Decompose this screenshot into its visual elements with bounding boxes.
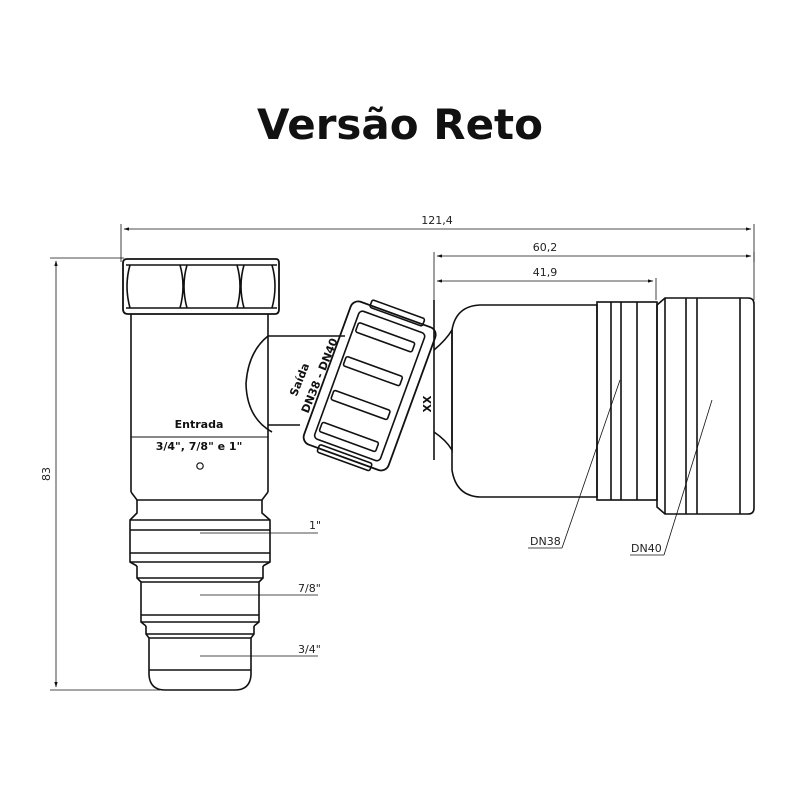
- dimension-height: [50, 257, 160, 691]
- connector-neck: [245, 335, 345, 433]
- dn40-label: DN40: [631, 542, 662, 555]
- hose-size-3-4: 3/4": [298, 643, 321, 656]
- dimension-outlet-body-length-value: 41,9: [533, 266, 558, 279]
- dimension-outlet-length-value: 60,2: [533, 241, 558, 254]
- dimension-overall-length-value: 121,4: [421, 214, 453, 227]
- dimension-height-value: 83: [40, 467, 53, 481]
- dimension-outlet-body-length: [436, 278, 657, 300]
- hose-size-1: 1": [309, 519, 321, 532]
- outlet-union-nut: [302, 299, 437, 472]
- leader-lines: [200, 379, 713, 657]
- inlet-sizes: 3/4", 7/8" e 1": [156, 440, 243, 453]
- dn38-label: DN38: [530, 535, 561, 548]
- dimension-outlet-length: [433, 252, 755, 300]
- page-title: Versão Reto: [257, 100, 543, 149]
- outlet-pipe: [433, 297, 755, 515]
- inlet-body: [122, 258, 280, 501]
- hose-barb: [129, 500, 271, 691]
- inlet-title: Entrada: [175, 418, 224, 431]
- nut-mark: XX: [421, 395, 434, 412]
- hose-size-7-8: 7/8": [298, 582, 321, 595]
